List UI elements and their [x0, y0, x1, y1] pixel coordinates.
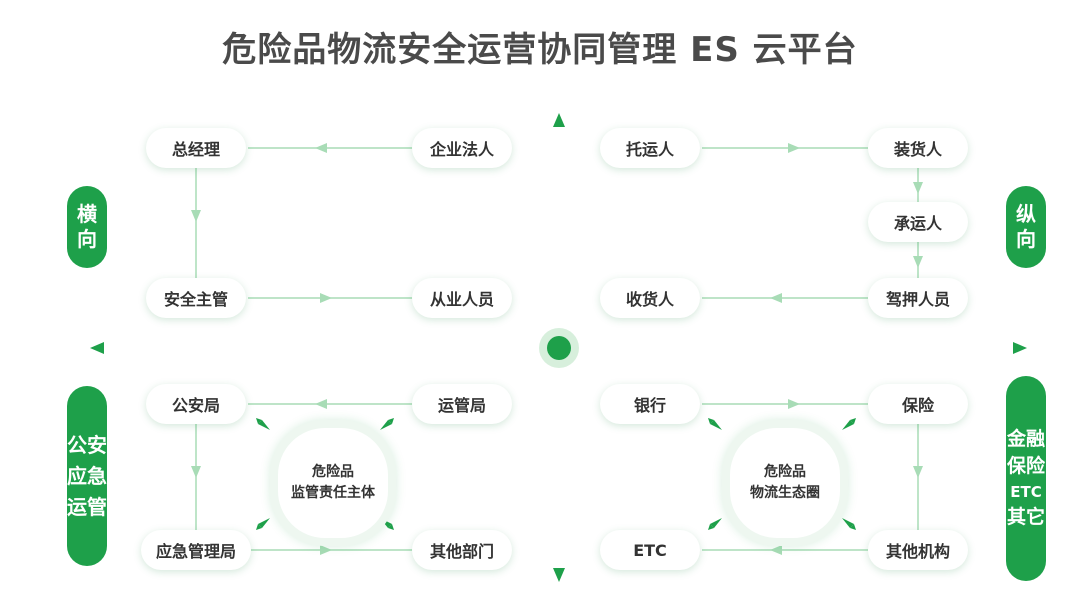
label-vertical: 纵向	[1006, 186, 1046, 268]
hub-line-1: 危险品	[312, 464, 354, 480]
hub-logistics-ecosystem: 危险品 物流生态圈	[722, 420, 848, 546]
label-police-emergency-transport: 公安 应急 运管	[67, 386, 107, 566]
node-police[interactable]: 公安局	[146, 384, 246, 424]
label-finance-insurance-etc-other: 金融 保险 ETC 其它	[1006, 376, 1046, 581]
vertical-axis	[553, 113, 565, 582]
node-consignor[interactable]: 托运人	[600, 128, 700, 168]
horizontal-axis	[90, 342, 1027, 354]
node-general-manager[interactable]: 总经理	[146, 128, 246, 168]
node-other-institutions[interactable]: 其他机构	[868, 530, 968, 570]
node-consignee[interactable]: 收货人	[600, 278, 700, 318]
hub-regulatory-subjects: 危险品 监管责任主体	[270, 420, 396, 546]
hub-line-2: 监管责任主体	[291, 485, 375, 501]
node-other-departments[interactable]: 其他部门	[412, 530, 512, 570]
label-horizontal: 横向	[67, 186, 107, 268]
node-legal-person[interactable]: 企业法人	[412, 128, 512, 168]
node-insurance[interactable]: 保险	[868, 384, 968, 424]
node-loader[interactable]: 装货人	[868, 128, 968, 168]
page-title: 危险品物流安全运营协同管理 ES 云平台	[222, 30, 858, 70]
node-carrier[interactable]: 承运人	[868, 202, 968, 242]
hub-line-1: 危险品	[764, 464, 806, 480]
hub-arrows-right	[708, 418, 856, 530]
node-emergency-bureau[interactable]: 应急管理局	[141, 530, 251, 570]
node-bank[interactable]: 银行	[600, 384, 700, 424]
node-staff[interactable]: 从业人员	[412, 278, 512, 318]
node-safety-manager[interactable]: 安全主管	[146, 278, 246, 318]
center-origin-dot	[539, 328, 579, 368]
node-transport-bureau[interactable]: 运管局	[412, 384, 512, 424]
node-etc[interactable]: ETC	[600, 530, 700, 570]
hub-line-2: 物流生态圈	[750, 485, 820, 501]
node-driver-escort[interactable]: 驾押人员	[868, 278, 968, 318]
flow-arrowheads	[191, 143, 923, 555]
